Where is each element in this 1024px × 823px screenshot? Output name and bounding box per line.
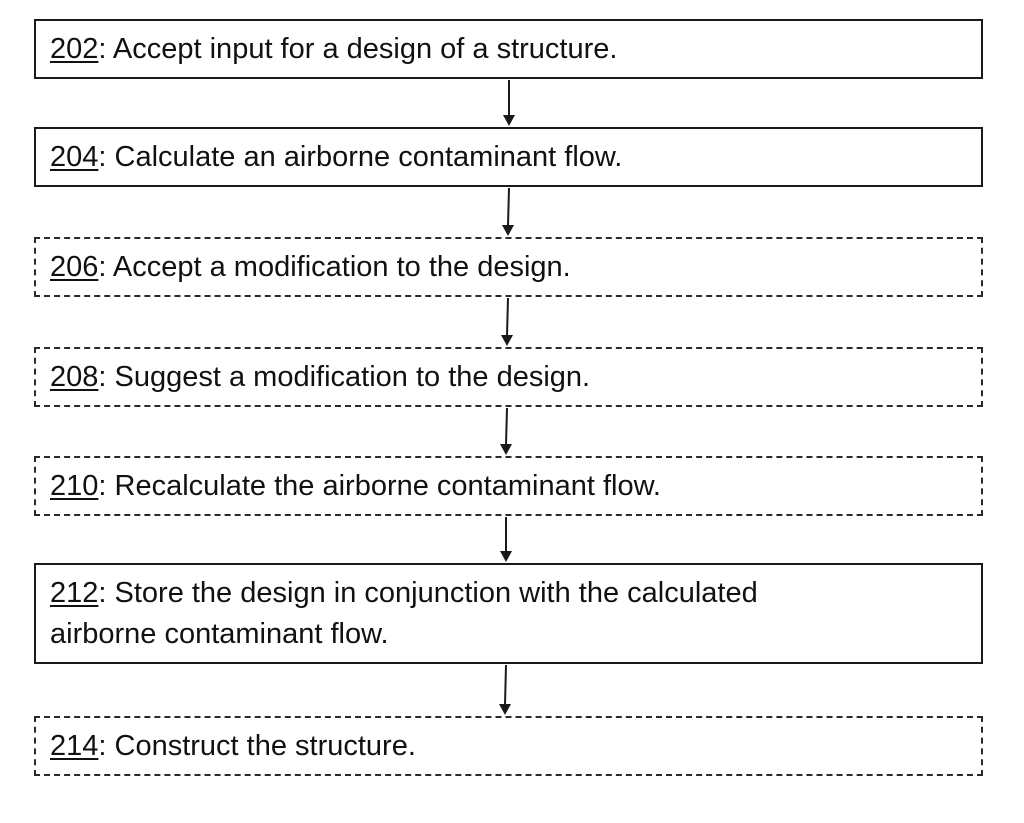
arrow-204-to-206 [502,188,514,236]
step-208-box: 208: Suggest a modification to the desig… [34,347,983,407]
step-204-label: : Calculate an airborne contaminant flow… [98,141,622,173]
step-202-box: 202: Accept input for a design of a stru… [34,19,983,79]
step-210-box: 210: Recalculate the airborne contaminan… [34,456,983,516]
step-204-text: 204: Calculate an airborne contaminant f… [50,137,622,178]
step-212-box: 212: Store the design in conjunction wit… [34,563,983,664]
step-208-label: : Suggest a modification to the design. [98,361,590,393]
step-214-label: : Construct the structure. [98,730,416,762]
step-206-label: : Accept a modification to the design. [98,251,570,283]
step-214-text: 214: Construct the structure. [50,726,416,767]
step-208-text: 208: Suggest a modification to the desig… [50,357,590,398]
step-206-number: 206 [50,251,98,283]
step-202-number: 202 [50,33,98,65]
step-212-number: 212 [50,577,98,609]
arrow-208-to-210 [500,408,512,455]
step-202-label: : Accept input for a design of a structu… [98,33,617,65]
step-212-label: : Store the design in conjunction with t… [50,577,758,650]
step-204-box: 204: Calculate an airborne contaminant f… [34,127,983,187]
step-204-number: 204 [50,141,98,173]
step-208-number: 208 [50,361,98,393]
arrow-206-to-208 [501,298,513,346]
step-210-label: : Recalculate the airborne contaminant f… [98,470,661,502]
arrow-202-to-204 [503,80,515,126]
step-202-text: 202: Accept input for a design of a stru… [50,29,617,70]
step-214-box: 214: Construct the structure. [34,716,983,776]
step-210-number: 210 [50,470,98,502]
arrow-210-to-212 [500,517,512,562]
step-214-number: 214 [50,730,98,762]
step-212-text: 212: Store the design in conjunction wit… [50,573,861,655]
step-206-box: 206: Accept a modification to the design… [34,237,983,297]
arrow-212-to-214 [499,665,511,715]
step-206-text: 206: Accept a modification to the design… [50,247,571,288]
step-210-text: 210: Recalculate the airborne contaminan… [50,466,661,507]
